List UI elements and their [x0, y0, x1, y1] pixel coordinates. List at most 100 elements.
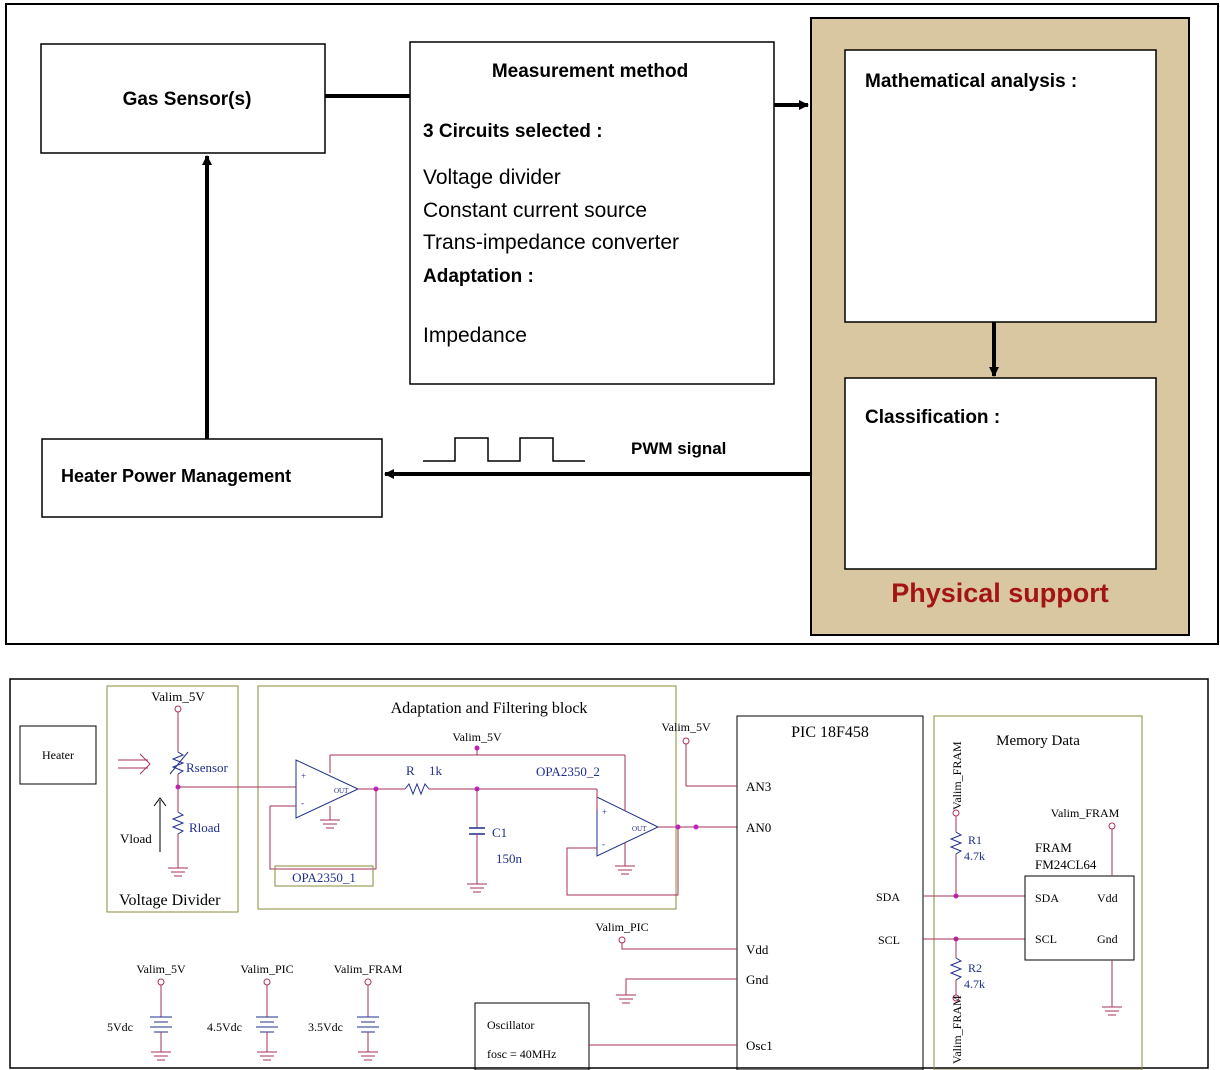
ground-icon — [616, 994, 636, 1004]
circuit-item: Voltage divider — [423, 166, 561, 189]
top-block-diagram: Mathematical analysis : Classification :… — [5, 3, 1219, 645]
pic-pin-an3: AN3 — [746, 779, 771, 794]
heater-power-label: Heater Power Management — [61, 466, 291, 486]
adaptation-heading: Adaptation : — [423, 266, 534, 287]
pic-chip — [736, 715, 924, 1070]
ground-icon — [1102, 1006, 1122, 1016]
supply-5v: Valim_5V 5Vdc — [107, 962, 186, 1061]
oscillator-box — [474, 1002, 590, 1070]
fram-label: FRAM — [1035, 840, 1072, 855]
r2-label: R2 — [968, 961, 982, 975]
an0-junction — [693, 824, 699, 830]
vd-supply-terminal — [174, 705, 182, 713]
circuits-heading: 3 Circuits selected : — [423, 121, 603, 142]
pic-pin-vdd: Vdd — [746, 942, 769, 957]
pwm-signal-label: PWM signal — [631, 439, 726, 458]
capacitor-c1-value: 150n — [496, 851, 523, 866]
heater-label: Heater — [42, 748, 74, 762]
supply-value: 3.5Vdc — [308, 1020, 343, 1034]
resistor-r-icon — [404, 782, 430, 796]
fram-supply-terminal — [1108, 822, 1116, 830]
classification-box — [844, 377, 1157, 570]
af-supply-label: Valim_5V — [452, 730, 502, 744]
wire-gnd — [625, 978, 737, 995]
adaptation-item: Impedance — [423, 324, 527, 347]
pic-supply-terminal — [682, 737, 690, 745]
r1-resistor-icon — [949, 831, 963, 855]
measurement-method-title: Measurement method — [492, 61, 688, 82]
vd-supply-label: Valim_5V — [151, 689, 205, 704]
opamp-2-plus: + — [602, 807, 607, 817]
supply-terminal — [364, 978, 372, 986]
battery-icon — [357, 1016, 379, 1033]
opamp-1-plus: + — [301, 771, 306, 781]
fram-part: FM24CL64 — [1035, 857, 1097, 872]
physical-support-label: Physical support — [891, 578, 1109, 608]
pic-pin-an0: AN0 — [746, 820, 771, 835]
voltage-divider-title: Voltage Divider — [119, 892, 221, 909]
schematic: Heater Valim_5V Rsensor Rload Vload Volt… — [9, 678, 1209, 1070]
opamp-1-minus: - — [301, 798, 304, 808]
opamp-1-feedback — [269, 789, 377, 870]
oscillator-freq: fosc = 40MHz — [487, 1047, 556, 1061]
opamp-1-icon — [295, 759, 360, 819]
pic-title: PIC 18F458 — [791, 724, 869, 741]
scl-label: SCL — [878, 933, 900, 947]
ground-icon — [151, 1051, 171, 1061]
top-frame — [5, 3, 1219, 645]
fram-pin-sda: SDA — [1035, 891, 1059, 905]
rsensor-resistor-icon — [171, 751, 185, 775]
capacitor-c1-label: C1 — [492, 825, 507, 840]
rsensor-variable-arrow — [169, 751, 189, 775]
math-analysis-label: Mathematical analysis : — [865, 71, 1077, 92]
adaptation-filtering-block — [257, 685, 677, 910]
supply-name: Valim_PIC — [240, 962, 293, 976]
rload-label: Rload — [189, 820, 221, 835]
rsensor-label: Rsensor — [186, 760, 229, 775]
memory-supply-vertical-2: Valim_FRAM — [950, 995, 964, 1064]
heater-box — [19, 725, 97, 785]
supply-name: Valim_5V — [136, 962, 186, 976]
ground-icon — [168, 867, 188, 877]
pic-vdd-supply-label: Valim_PIC — [595, 920, 648, 934]
ground-icon — [358, 1051, 378, 1061]
voltage-divider-block — [106, 685, 239, 913]
fram-pin-scl: SCL — [1035, 932, 1057, 946]
heat-arrow-icon — [118, 753, 151, 775]
opamp-1-label-box — [274, 865, 374, 887]
wire-vdd — [621, 943, 737, 950]
oscillator-title: Oscillator — [487, 1018, 534, 1032]
supply-terminal — [263, 978, 271, 986]
r2-resistor-icon — [949, 957, 963, 981]
resistor-r-value: 1k — [429, 763, 443, 778]
supply-value: 5Vdc — [107, 1020, 133, 1034]
opamp-2-feedback — [566, 827, 679, 896]
r2-supply-terminal — [952, 994, 960, 1002]
r1-value: 4.7k — [964, 849, 985, 863]
rload-resistor-icon — [171, 811, 185, 835]
capacitor-c1-icon — [469, 827, 485, 835]
memory-data-block — [933, 715, 1143, 1070]
circuit-item: Constant current source — [423, 199, 647, 222]
gas-sensor-box — [40, 43, 326, 154]
pwm-waveform-icon — [423, 437, 585, 462]
pic-pin-gnd: Gnd — [746, 972, 769, 987]
memory-title: Memory Data — [996, 733, 1080, 749]
supply-name: Valim_FRAM — [334, 962, 403, 976]
adaptation-block-title: Adaptation and Filtering block — [391, 700, 588, 717]
r1-label: R1 — [968, 833, 982, 847]
opamp-1-label: OPA2350_1 — [292, 870, 356, 885]
opamp-2-out: OUT — [632, 825, 647, 833]
sda-label: SDA — [876, 890, 900, 904]
heater-power-box — [41, 438, 383, 518]
math-analysis-box — [844, 49, 1157, 323]
ground-icon — [320, 819, 340, 829]
supply-fram: Valim_FRAM 3.5Vdc — [308, 962, 403, 1061]
vload-arrow-icon — [153, 797, 167, 852]
opamp-2-minus: - — [602, 839, 605, 849]
circuit-item: Trans-impedance converter — [423, 231, 679, 254]
battery-icon — [150, 1016, 172, 1033]
supply-value: 4.5Vdc — [207, 1020, 242, 1034]
fram-chip — [1024, 875, 1135, 961]
